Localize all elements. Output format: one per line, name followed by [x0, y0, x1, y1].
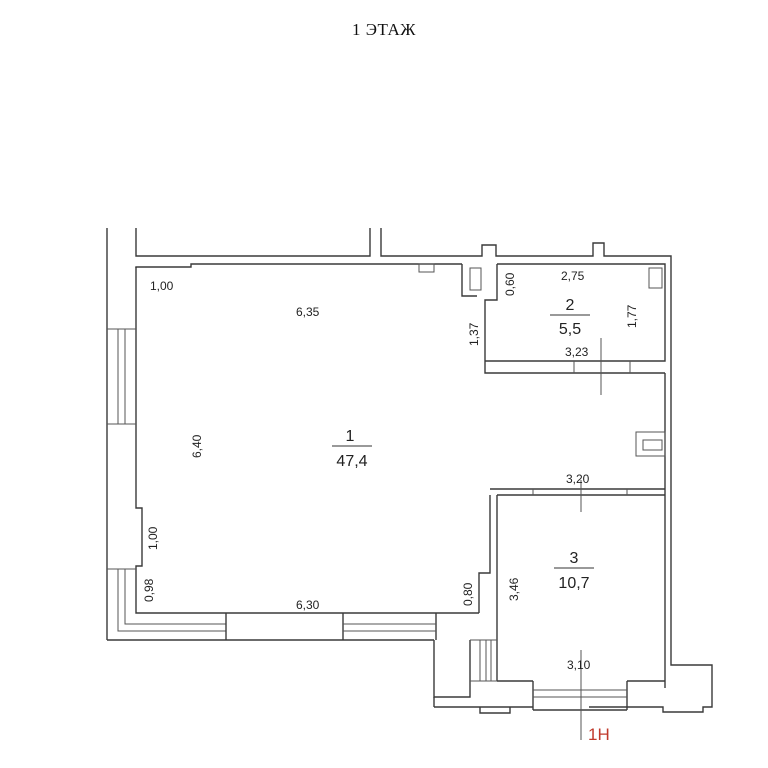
left-window [107, 328, 136, 425]
room-3-number: 3 [570, 550, 579, 567]
room-3-label: 3 10,7 [554, 550, 594, 592]
room-1-area: 47,4 [336, 453, 367, 470]
dim-room1-right-upper: 1,37 [467, 322, 481, 346]
dim-corridor-bottom: 3,20 [566, 472, 590, 486]
dim-room1-left-niche: 1,00 [146, 526, 160, 550]
room-1-number: 1 [346, 428, 355, 445]
room-2-number: 2 [566, 297, 575, 314]
dim-room1-bottom-right: 0,80 [461, 582, 475, 606]
room-1-label: 1 47,4 [332, 428, 372, 470]
porch-walls [433, 639, 533, 714]
dim-room2-right: 1,77 [625, 304, 639, 328]
dim-room1-top-left: 1,00 [150, 279, 174, 293]
dim-room1-top: 6,35 [296, 305, 320, 319]
corridor-walls [490, 373, 666, 688]
room-2-label: 2 5,5 [550, 297, 590, 338]
dim-room1-bottom: 6,30 [296, 598, 320, 612]
room-3-area: 10,7 [558, 575, 589, 592]
room2-walls [418, 263, 666, 395]
dim-room3-left: 3,46 [507, 577, 521, 601]
room3-walls [496, 495, 665, 740]
dim-room2-bottom: 3,23 [565, 345, 589, 359]
dim-room1-left: 6,40 [190, 434, 204, 458]
dimension-labels: 1,00 6,35 6,40 1,00 0,98 6,30 0,80 1,37 … [142, 269, 639, 672]
bottom-left-walls [107, 568, 226, 632]
dim-room2-top: 2,75 [561, 269, 585, 283]
bottom-window [225, 495, 491, 640]
room-2-area: 5,5 [559, 321, 581, 338]
floor-title: 1 ЭТАЖ [351, 20, 417, 39]
unit-label: 1Н [588, 725, 610, 744]
dim-room1-bottom-left: 0,98 [142, 578, 156, 602]
dim-room2-left: 0,60 [503, 272, 517, 296]
dim-room3-bottom: 3,10 [567, 658, 591, 672]
outer-walls [106, 228, 713, 713]
